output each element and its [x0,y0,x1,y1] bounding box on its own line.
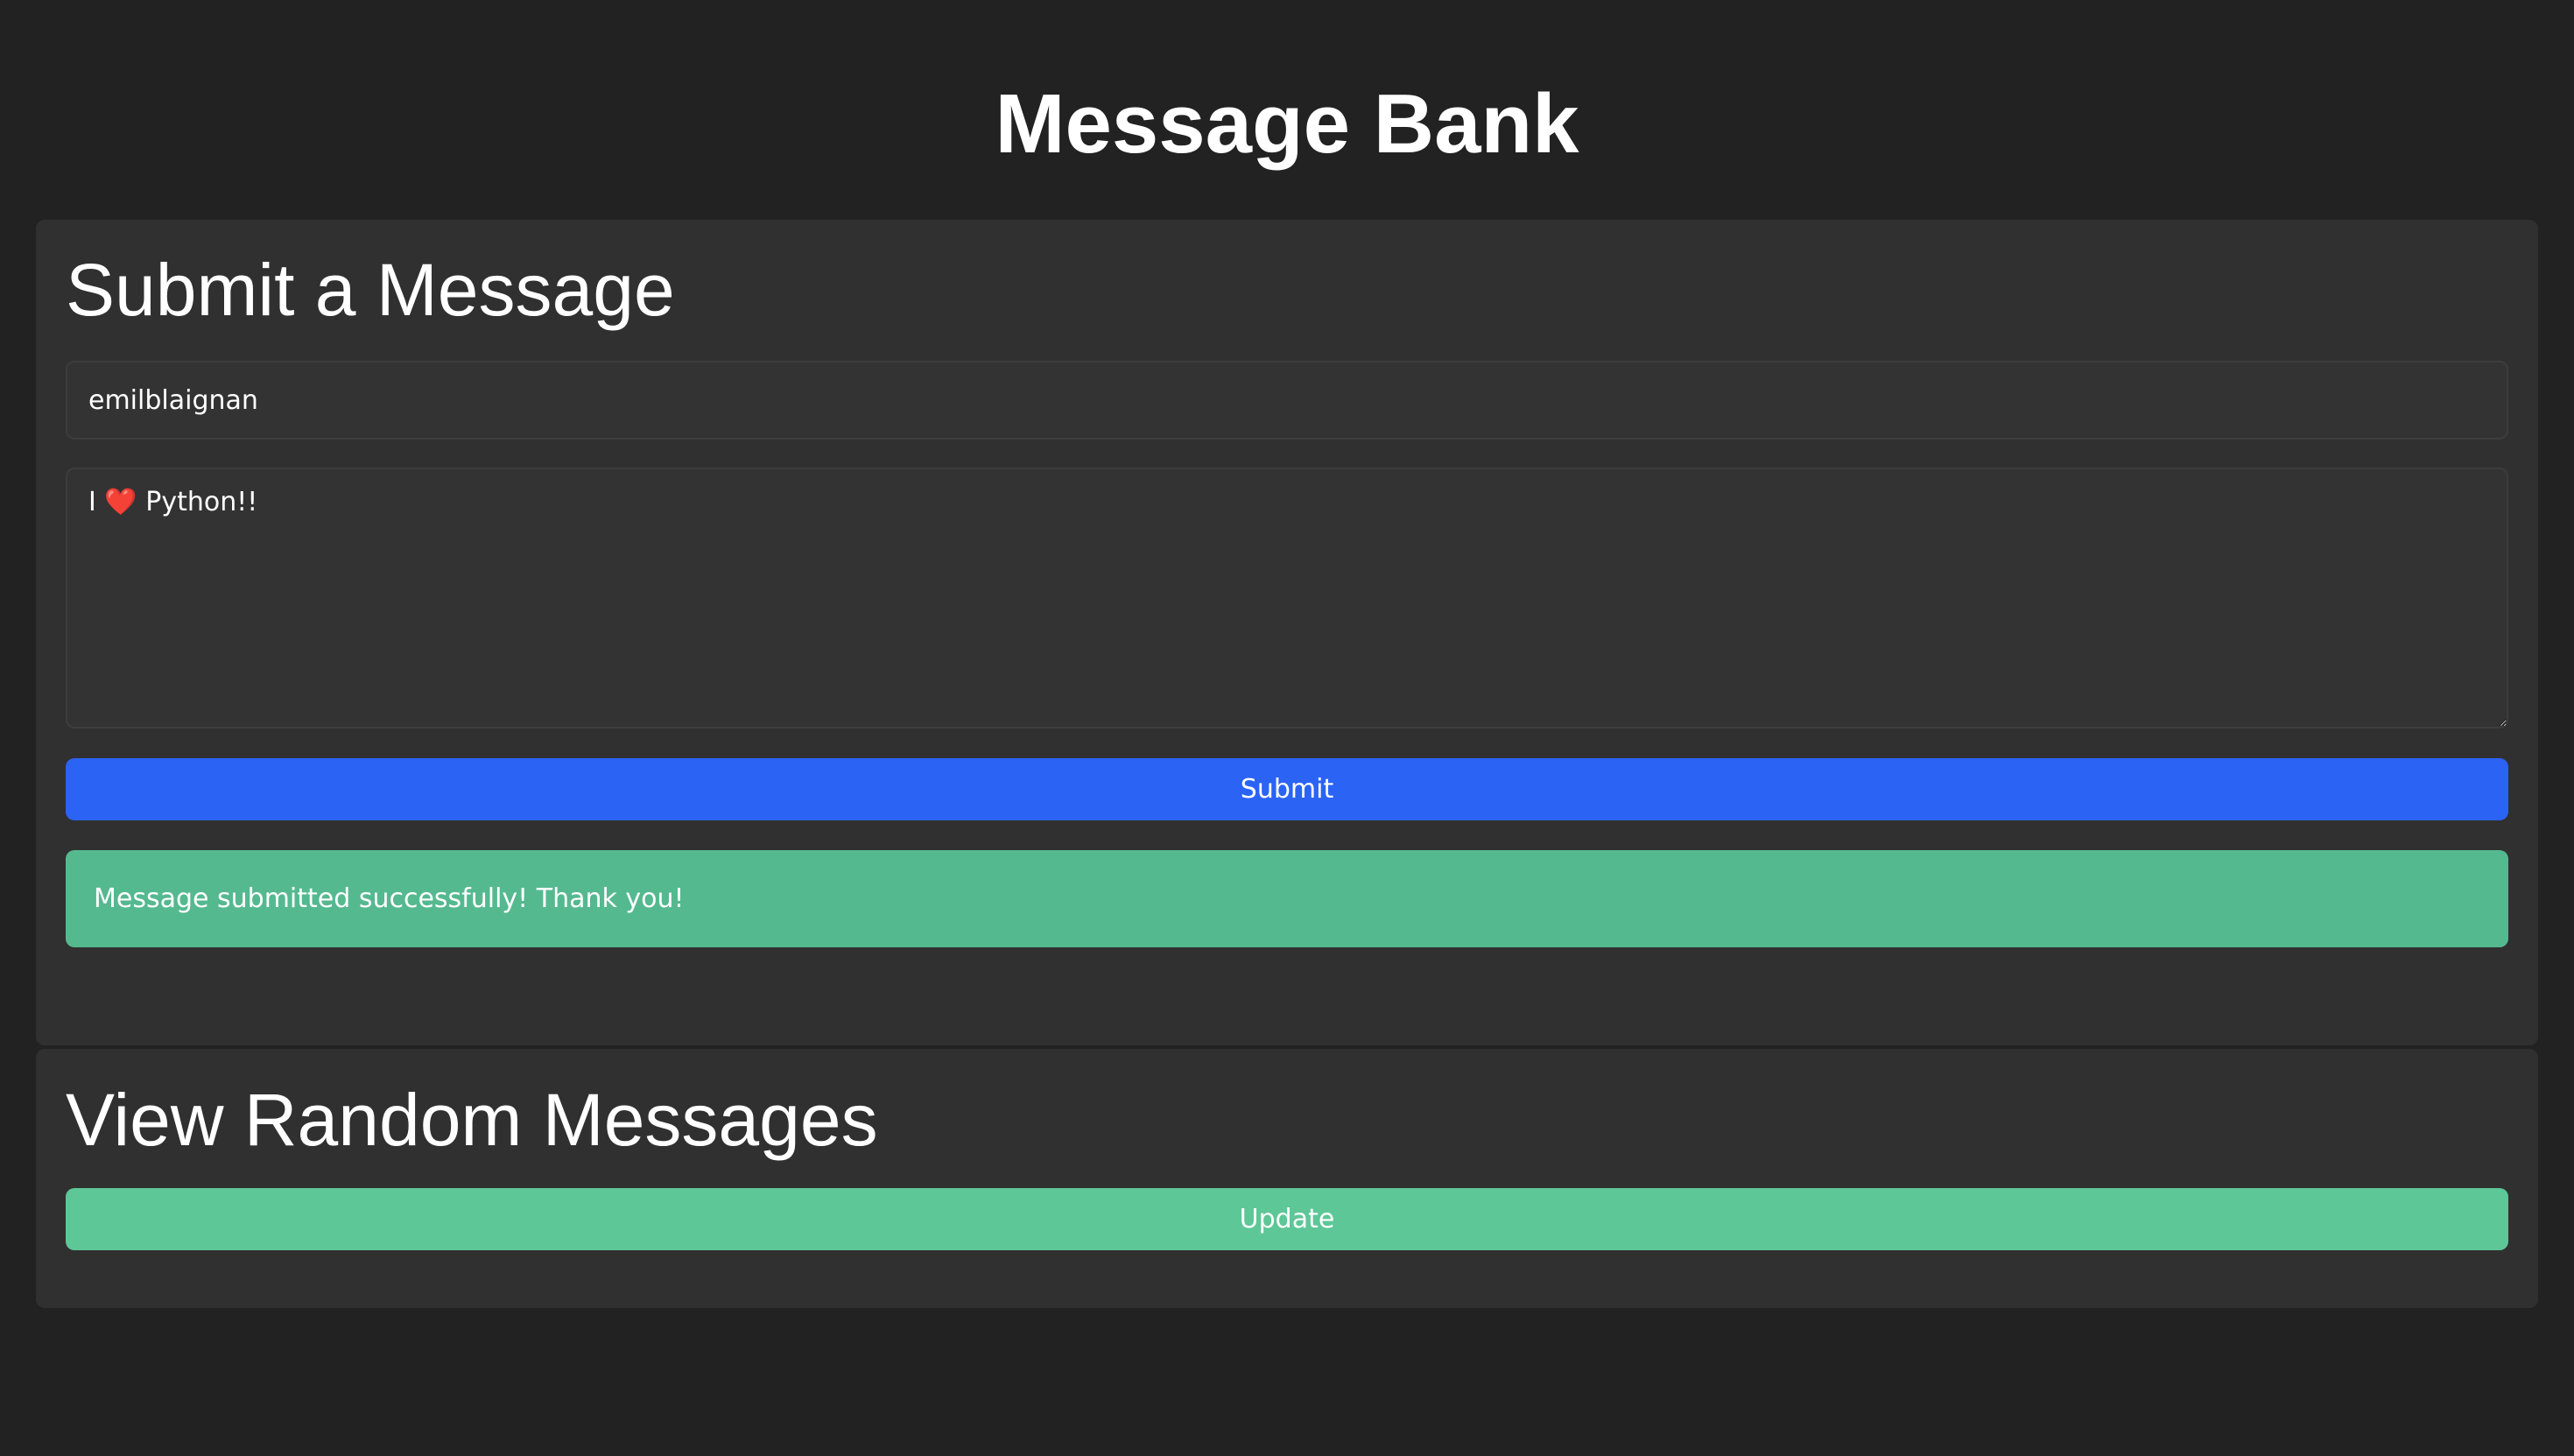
submit-section-heading: Submit a Message [66,249,675,331]
submit-message-card: Submit a Message I ❤️ Python!! Submit Me… [36,220,2538,1045]
page-title: Message Bank [995,77,1579,171]
message-textarea[interactable]: I ❤️ Python!! [66,468,2508,728]
submit-button[interactable]: Submit [66,758,2508,820]
success-alert: Message submitted successfully! Thank yo… [66,850,2508,947]
update-button[interactable]: Update [66,1188,2508,1250]
name-input[interactable] [66,361,2508,440]
view-messages-card: View Random Messages Update [36,1049,2538,1308]
view-section-heading: View Random Messages [66,1079,878,1161]
